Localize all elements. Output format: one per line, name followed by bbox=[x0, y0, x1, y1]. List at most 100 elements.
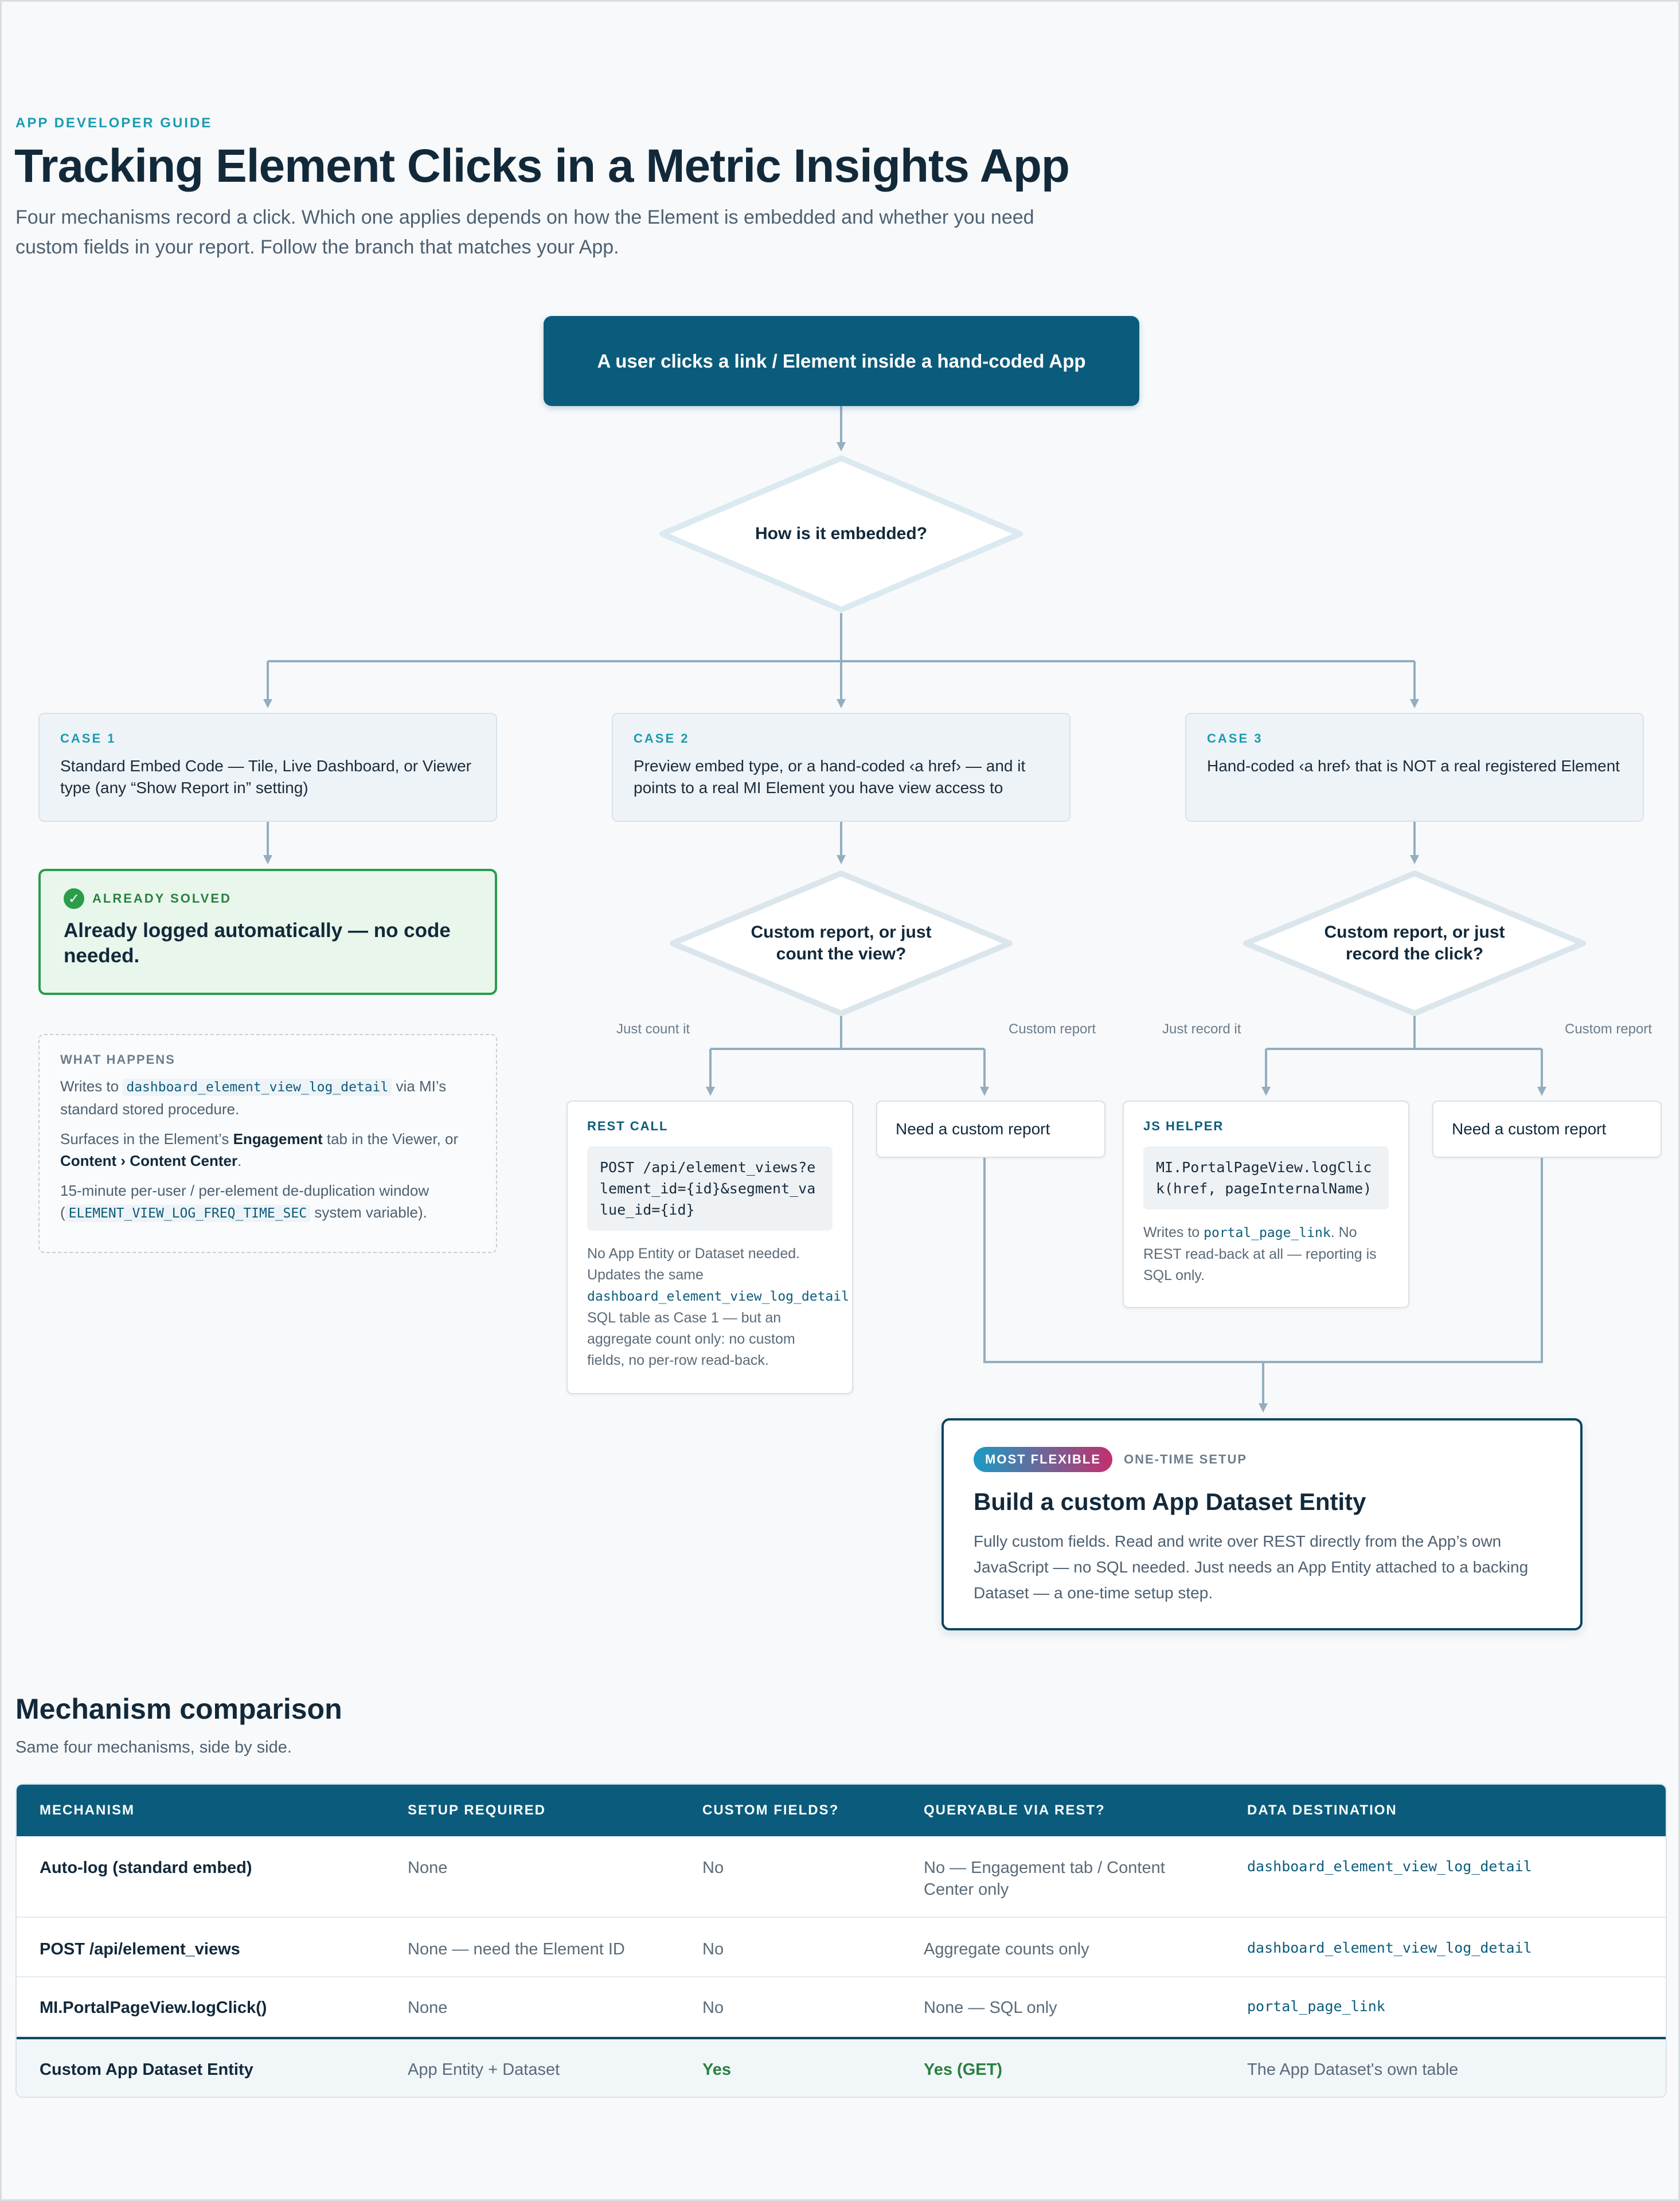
case3-card: CASE 3 Hand-coded ‹a href› that is NOT a… bbox=[1185, 713, 1644, 822]
js-helper-code: MI.PortalPageView.logClick(href, pageInt… bbox=[1143, 1146, 1389, 1209]
what-line2-end: . bbox=[237, 1152, 242, 1169]
edge-d3-split bbox=[1266, 1013, 1542, 1050]
rest-call-card: REST CALL POST /api/element_views?elemen… bbox=[566, 1100, 853, 1394]
solved-tag: ALREADY SOLVED bbox=[92, 891, 232, 906]
js-note-post: . No REST read-back at all — reporting i… bbox=[1143, 1224, 1377, 1283]
label-custom-report-b: Custom report bbox=[1565, 1021, 1652, 1037]
need-custom-report-b: Need a custom report bbox=[1432, 1100, 1662, 1158]
cell-queryable: None — SQL only bbox=[924, 1999, 1057, 2017]
cell-destination: dashboard_element_view_log_detail bbox=[1247, 1939, 1532, 1956]
flexible-title: Build a custom App Dataset Entity bbox=[974, 1488, 1366, 1515]
solved-badge: ✓ ALREADY SOLVED bbox=[64, 888, 472, 909]
table-row: MI.PortalPageView.logClick() None No Non… bbox=[17, 1977, 1666, 2037]
page-title: Tracking Element Clicks in a Metric Insi… bbox=[14, 140, 1070, 192]
col-queryable: QUERYABLE VIA REST? bbox=[924, 1802, 1105, 1818]
decision-case2-label: Custom report, or just count the view? bbox=[751, 923, 932, 963]
cell-custom-fields: Yes bbox=[702, 2060, 731, 2079]
what-happens-tag: WHAT HAPPENS bbox=[60, 1052, 175, 1067]
what-happens-line3: 15-minute per-user / per-element de-dupl… bbox=[60, 1180, 475, 1224]
cell-queryable: Yes (GET) bbox=[924, 2060, 1002, 2079]
already-solved-card: ✓ ALREADY SOLVED Already logged automati… bbox=[38, 869, 497, 995]
page-subtitle: Four mechanisms record a click. Which on… bbox=[15, 206, 1034, 258]
table-row: POST /api/element_views None — need the … bbox=[17, 1918, 1666, 1977]
label-custom-report-a: Custom report bbox=[1009, 1021, 1096, 1037]
diamond-case3 bbox=[1243, 871, 1586, 1016]
cell-destination: dashboard_element_view_log_detail bbox=[1247, 1858, 1532, 1875]
flexible-description: Fully custom fields. Read and write over… bbox=[974, 1532, 1529, 1602]
js-note-code: portal_page_link bbox=[1204, 1226, 1331, 1240]
cell-mechanism: Auto-log (standard embed) bbox=[40, 1859, 252, 1877]
what-line2-mid: tab in the Viewer, or bbox=[326, 1130, 459, 1148]
what-line3-code: ELEMENT_VIEW_LOG_FREQ_TIME_SEC bbox=[65, 1205, 311, 1222]
what-line1-code: dashboard_element_view_log_detail bbox=[123, 1079, 392, 1096]
rest-note-code: dashboard_element_view_log_detail bbox=[587, 1289, 849, 1304]
col-mechanism: MECHANISM bbox=[40, 1802, 135, 1818]
cell-destination: The App Dataset's own table bbox=[1247, 2060, 1459, 2079]
js-helper-card: JS HELPER MI.PortalPageView.logClick(hre… bbox=[1123, 1100, 1409, 1308]
col-custom-fields: CUSTOM FIELDS? bbox=[702, 1802, 839, 1818]
edge-d2-split bbox=[710, 1013, 984, 1050]
solved-text: Already logged automatically — no code n… bbox=[64, 919, 451, 967]
case2-text: Preview embed type, or a hand-coded ‹a h… bbox=[634, 757, 1026, 797]
cell-setup: App Entity + Dataset bbox=[408, 2060, 560, 2079]
case2-tag: CASE 2 bbox=[634, 731, 690, 746]
what-line2-bold2: Content › Content Center bbox=[60, 1152, 238, 1169]
case2-card: CASE 2 Preview embed type, or a hand-cod… bbox=[612, 713, 1070, 822]
rest-note-post: SQL table as Case 1 — but an aggregate c… bbox=[587, 1310, 795, 1368]
diamond-embed bbox=[659, 455, 1023, 612]
what-line3-pre: 15-minute per-user / per-element de-dupl… bbox=[60, 1182, 429, 1221]
decision-embed-label: How is it embedded? bbox=[755, 524, 928, 543]
cell-mechanism: MI.PortalPageView.logClick() bbox=[40, 1999, 267, 2017]
rest-call-tag: REST CALL bbox=[587, 1119, 669, 1133]
cell-mechanism: POST /api/element_views bbox=[40, 1940, 240, 1958]
what-happens-line1: Writes to dashboard_element_view_log_det… bbox=[60, 1075, 475, 1120]
cell-setup: None bbox=[408, 1859, 448, 1877]
rest-note-pre: No App Entity or Dataset needed. Updates… bbox=[587, 1246, 800, 1283]
label-just-record: Just record it bbox=[1162, 1021, 1241, 1037]
check-icon: ✓ bbox=[64, 888, 84, 909]
label-just-count: Just count it bbox=[616, 1021, 690, 1037]
cell-queryable: Aggregate counts only bbox=[924, 1940, 1089, 1958]
start-node: A user clicks a link / Element inside a … bbox=[544, 316, 1139, 406]
js-note-pre: Writes to bbox=[1143, 1224, 1200, 1240]
case1-text: Standard Embed Code — Tile, Live Dashboa… bbox=[60, 757, 471, 797]
what-happens-line2: Surfaces in the Element’s Engagement tab… bbox=[60, 1128, 475, 1172]
what-line2-pre: Surfaces in the Element’s bbox=[60, 1130, 229, 1148]
what-line2-bold1: Engagement bbox=[233, 1130, 323, 1148]
custom-dataset-card: MOST FLEXIBLE ONE-TIME SETUP Build a cus… bbox=[941, 1418, 1583, 1630]
diamond-case2 bbox=[670, 871, 1013, 1016]
case1-tag: CASE 1 bbox=[60, 731, 116, 746]
case1-card: CASE 1 Standard Embed Code — Tile, Live … bbox=[38, 713, 497, 822]
one-time-setup-label: ONE-TIME SETUP bbox=[1124, 1452, 1248, 1466]
js-helper-note: Writes to portal_page_link. No REST read… bbox=[1143, 1222, 1389, 1286]
cell-destination: portal_page_link bbox=[1247, 1998, 1385, 2015]
need-custom-report-a: Need a custom report bbox=[876, 1100, 1105, 1158]
comparison-subtitle: Same four mechanisms, side by side. bbox=[15, 1738, 292, 1757]
case3-tag: CASE 3 bbox=[1207, 731, 1263, 746]
comparison-title: Mechanism comparison bbox=[15, 1693, 342, 1725]
what-happens-card: WHAT HAPPENS Writes to dashboard_element… bbox=[38, 1034, 497, 1253]
case3-text: Hand-coded ‹a href› that is NOT a real r… bbox=[1207, 757, 1620, 775]
comparison-table: MECHANISM SETUP REQUIRED CUSTOM FIELDS? … bbox=[15, 1784, 1667, 2098]
decision-case3-label: Custom report, or just record the click? bbox=[1324, 923, 1505, 963]
col-setup: SETUP REQUIRED bbox=[408, 1802, 546, 1818]
col-destination: DATA DESTINATION bbox=[1247, 1802, 1397, 1818]
table-row: Auto-log (standard embed) None No No — E… bbox=[17, 1836, 1666, 1918]
js-helper-tag: JS HELPER bbox=[1143, 1119, 1224, 1133]
rest-call-note: No App Entity or Dataset needed. Updates… bbox=[587, 1243, 849, 1371]
cell-custom-fields: No bbox=[702, 1940, 724, 1958]
most-flexible-badge: MOST FLEXIBLE bbox=[974, 1447, 1112, 1472]
table-header: MECHANISM SETUP REQUIRED CUSTOM FIELDS? … bbox=[17, 1785, 1666, 1836]
rest-call-code: POST /api/element_views?element_id={id}&… bbox=[587, 1146, 833, 1231]
table-row: Custom App Dataset Entity App Entity + D… bbox=[17, 2037, 1666, 2097]
cell-mechanism: Custom App Dataset Entity bbox=[40, 2060, 253, 2079]
diamond-shapes bbox=[659, 455, 1586, 1016]
cell-setup: None — need the Element ID bbox=[408, 1940, 625, 1958]
what-line3-post: system variable). bbox=[314, 1204, 427, 1221]
edge-decision-split bbox=[268, 613, 1415, 662]
what-line1-pre: Writes to bbox=[60, 1078, 119, 1095]
cell-queryable: No — Engagement tab / Content Center onl… bbox=[924, 1859, 1165, 1899]
cell-setup: None bbox=[408, 1999, 448, 2017]
